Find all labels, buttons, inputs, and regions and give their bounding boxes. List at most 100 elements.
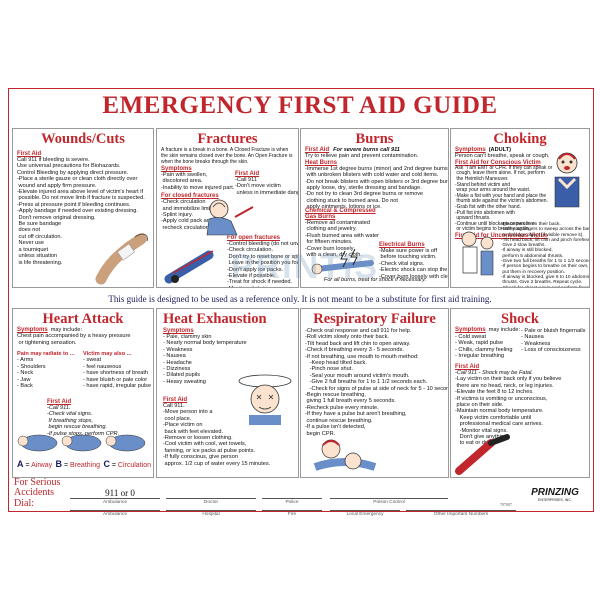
text-line: - Nearly normal body temperature	[163, 340, 247, 347]
text-line: -Tilt head back and lift chin to open ai…	[305, 340, 411, 347]
text-line: - Cold sweat	[455, 334, 487, 340]
text-line: -Maintain normal body temperature.	[455, 408, 544, 415]
unconscious-victim-list: -Place person on their back.-Use your fi…	[501, 222, 589, 287]
victim-may-list: - sweat- feel nauseous- have shortness o…	[83, 357, 151, 389]
text-line: -Don't move victim	[235, 183, 281, 190]
heat-burns-label: Heat Burns	[305, 159, 338, 166]
panel-choking: Choking Symptoms (ADULT) Person can't br…	[450, 128, 590, 288]
text-line: - Dizziness	[163, 366, 191, 373]
shock-symptoms-right: - Pale or bluish fingernails- Nausea- We…	[521, 328, 589, 354]
first-aid-label: First Aid	[235, 171, 260, 177]
phone-field-fire[interactable]: Fire	[262, 510, 322, 517]
text-line: - Headache	[163, 359, 192, 366]
choking-symptoms: Person can't breathe, speak or cough.	[455, 153, 555, 159]
text-line: put them in recovery position.	[501, 269, 565, 275]
text-line: Person can't breathe, speak or cough.	[455, 153, 550, 160]
text-line: Call 911 if bleeding is severe.	[17, 157, 90, 163]
text-line: - Irregular breathing	[455, 353, 505, 360]
pain-radiate-list: - Arms- Shoulders- Neck- Jaw- Back	[17, 357, 79, 389]
electrical-burns-list: -Make sure power is off before touching …	[379, 248, 448, 280]
text-line: or tightening sensation.	[17, 339, 77, 346]
panel-title: Heat Exhaustion	[163, 311, 267, 327]
text-line: -Don't apply ice packs.	[227, 266, 284, 273]
text-line: - Neck	[17, 370, 34, 377]
phone-field-ambulance-2[interactable]: Ambulance	[70, 510, 160, 517]
text-line: Never use	[17, 240, 45, 247]
text-line: -Monitor vital signs.	[455, 427, 508, 434]
phone-field-local-emergency[interactable]: Local Emergency	[330, 510, 400, 517]
choking-subtitle: (ADULT)	[488, 147, 511, 153]
fractures-intro: A fracture is a break in a bone. A Close…	[161, 147, 293, 165]
text-line: -Check circulation.	[227, 247, 274, 254]
text-line: for fifteen minutes.	[305, 239, 353, 246]
conscious-victim-list: Ask "I am EMT or CPR. If they can speak …	[455, 165, 555, 233]
text-line: - Weak, rapid pulse	[455, 340, 504, 347]
first-aid-label: First Aid	[17, 151, 42, 157]
panel-title: Wounds/Cuts	[41, 131, 125, 147]
prinzing-logo: PRINZING ENTERPRISES, INC.	[531, 487, 579, 502]
symptoms-label: Symptoms	[163, 328, 194, 334]
text-line: -If pulse stops, perform CPR.	[47, 430, 120, 437]
text-line: wrap your arms around the waist.	[455, 187, 531, 194]
text-line: -Use your fingers to sweep across the ba…	[501, 227, 589, 233]
wounds-text: Call 911 if bleeding is severe.Use unive…	[17, 157, 151, 266]
closed-fractures-list: -Check circulation and immobilize limb.-…	[161, 199, 223, 231]
text-line: -If fully conscious, give person	[163, 454, 238, 461]
chemical-burns-list: -Remove all contaminated clothing and je…	[305, 220, 387, 258]
splinted-leg-illustration	[164, 250, 214, 284]
text-line: place on their side.	[455, 402, 504, 409]
text-line: -Check if breathing every 3 - 5 seconds.	[305, 347, 404, 354]
heat-burns-list: -Immerse 1st degree burns (minor) and 2n…	[305, 166, 448, 211]
text-line: - have shortness of breath	[83, 370, 148, 377]
phone-field-doctor[interactable]: Doctor	[166, 498, 256, 505]
panel-shock: Shock Symptoms may include: - Cold sweat…	[450, 308, 590, 478]
serious-accidents-label: For Serious Accidents	[14, 477, 61, 498]
phone-field-poison-control[interactable]: Poison Control	[330, 498, 448, 505]
text-line: -Cool victim with cool, wet towels,	[163, 441, 247, 448]
text-line: -Move person into a	[163, 409, 213, 416]
phone-field-hospital[interactable]: Hospital	[166, 510, 256, 517]
chemical-burns-label: Chemical & Compressed Gas Burns	[305, 208, 376, 220]
panel-title: Fractures	[197, 131, 258, 147]
text-line: apply loose, dry, sterile dressing and b…	[305, 185, 422, 192]
conscious-victim-label: First Aid for Conscious Victim	[455, 159, 541, 166]
text-line: - Back	[17, 383, 33, 390]
phone-field-ambulance-1[interactable]: Ambulance	[70, 498, 160, 505]
text-line: -Seal your mouth around victim's mouth.	[305, 372, 410, 379]
text-line: - have rapid, irregular pulse	[83, 383, 152, 390]
text-line: begin CPR.	[305, 430, 336, 437]
phone-field-police[interactable]: Police	[262, 498, 322, 505]
text-line: thumb side against the victim's abdomen.	[455, 198, 548, 205]
text-line: -If not breathing, use mouth to mouth me…	[305, 353, 419, 360]
shock-first-aid-intro: -Call 911 - Shock may be Fatal.	[455, 370, 533, 376]
text-line: Call 911.	[163, 403, 185, 409]
text-line: Don't try to reset bone or splint injury…	[228, 253, 299, 260]
panel-title: Respiratory Failure	[313, 311, 436, 327]
text-line: Leave in the position you found it.	[228, 260, 298, 267]
text-line: unless in immediate danger.	[236, 189, 298, 196]
text-line: Monitor vital signs.	[227, 286, 297, 287]
electrical-burns-label: Electrical Burns	[379, 242, 425, 248]
text-line: -Continue until blockage comes free	[455, 220, 535, 227]
panel-fractures: Fractures A fracture is a break in a bon…	[156, 128, 299, 288]
phone-field-other[interactable]: Other Important Numbers	[406, 510, 516, 517]
text-line: - feel nauseous	[83, 363, 122, 370]
text-line: back with feet elevated.	[163, 428, 224, 435]
heart-symptoms: Chest pain accompanied by a heavy pressu…	[17, 333, 151, 346]
panel-burns: Burns First Aid For severe burns call 91…	[300, 128, 449, 288]
text-line: - Nausea	[521, 334, 544, 341]
product-code: 707007	[500, 502, 512, 507]
text-line: -Elevate injured area above level of vic…	[17, 189, 144, 196]
text-line: thrusts. Give 2 breaths. Repeat cycle.	[501, 280, 583, 286]
text-line: possible. Do not move limb if fracture i…	[17, 195, 145, 202]
panel-heart-attack: Heart Attack Symptoms may include: Chest…	[12, 308, 154, 478]
text-line: cut off circulation.	[17, 233, 62, 240]
text-line: -Pain with swollen,	[161, 172, 208, 178]
text-line: -Keep head tilted back.	[305, 360, 367, 367]
text-line: clothing and jewelry.	[305, 226, 357, 233]
text-line: If breathing stops,	[47, 417, 94, 424]
text-line: -Remove or loosen clothing.	[163, 435, 233, 442]
text-line: -Splint injury.	[161, 212, 193, 219]
open-fractures-label: For open fractures	[227, 235, 281, 241]
fractures-symptoms: -Pain with swollen, discolored area.-Ina…	[161, 172, 234, 191]
